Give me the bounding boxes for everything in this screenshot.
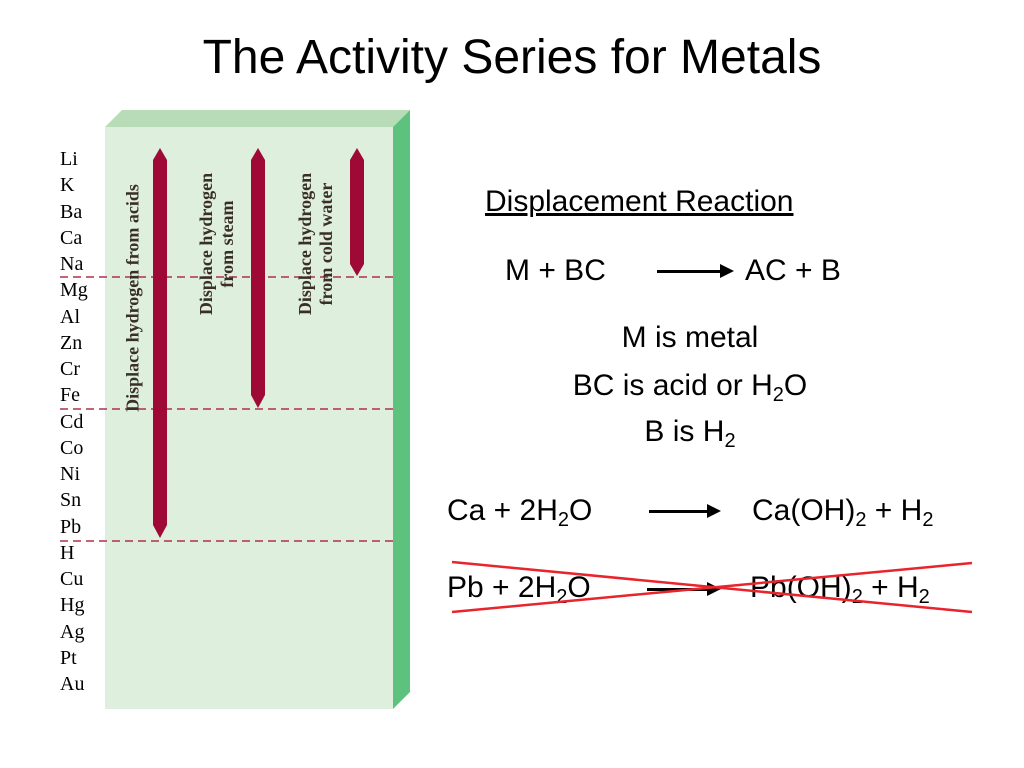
column-label-cold-water: Displace hydrogen from cold water [295,173,337,315]
lead-products: Pb(OH)2 + H2 [750,570,930,608]
metal-al: Al [60,305,80,328]
metal-pt: Pt [60,646,77,669]
definition-hydrogen-text: B is H [644,415,725,448]
column-label-steam-line1: Displace hydrogen [196,172,216,316]
arrow-acids [153,148,167,538]
metal-ba: Ba [60,200,83,223]
lead-products-text: Pb(OH) [750,571,852,604]
column-label-acids: Displace hydrogen from acids [123,184,144,412]
arrow-cold-water [350,148,364,276]
definition-acid-subscript: 2 [772,384,784,406]
definition-metal: M is metal [621,321,759,354]
lead-reactants-suffix: O [567,571,591,604]
metal-sn: Sn [60,489,82,512]
calcium-reactants-subscript: 2 [557,509,570,531]
calcium-products-text: Ca(OH) [752,494,856,527]
metal-na: Na [60,253,84,275]
metal-mg: Mg [60,279,88,302]
calcium-products-subscript-2: 2 [922,509,934,531]
column-label-cold-water-line1: Displace hydrogen [295,172,315,316]
lead-reactants: Pb + 2H2O [447,570,591,608]
column-label-steam-line2: from steam [217,200,237,288]
metal-cu: Cu [60,568,84,590]
definition-hydrogen-subscript: 2 [724,430,736,452]
lead-arrow-line [647,588,709,591]
metal-li: Li [60,148,78,170]
column-label-cold-water-line2: from cold water [316,182,336,306]
lead-products-subscript-1: 2 [851,586,863,608]
metal-ag: Ag [60,620,85,643]
lead-products-hydrogen: + H [862,571,919,604]
general-arrow-head [720,264,734,278]
calcium-arrow-line [649,510,709,513]
metal-au: Au [60,673,85,695]
calcium-products-hydrogen: + H [866,494,923,527]
general-arrow-line [657,270,723,273]
calcium-products: Ca(OH)2 + H2 [752,493,934,531]
calcium-reactants: Ca + 2H2O [447,493,593,531]
panel-side-face [393,110,410,709]
metal-cd: Cd [60,410,84,433]
displacement-heading: Displacement Reaction [485,185,794,218]
calcium-reactants-text: Ca + 2H [447,494,558,527]
metal-fe: Fe [60,384,80,407]
metal-k: K [60,174,75,197]
calcium-arrow-head [707,504,721,518]
panel-top-face [105,110,410,127]
definition-acid-suffix: O [783,369,808,402]
arrow-steam [251,148,265,408]
metal-pb: Pb [60,515,82,538]
definition-acid-text: BC is acid or H [572,369,773,402]
lead-arrow-head [707,582,721,596]
calcium-products-subscript-1: 2 [855,509,867,531]
lead-reactants-subscript: 2 [556,586,568,608]
metal-h: H [60,541,75,564]
column-label-acids-line: Displace hydrogen from acids [122,184,143,412]
column-label-steam: Displace hydrogen from steam [196,173,238,315]
calcium-reactants-suffix: O [569,494,593,527]
definition-acid: BC is acid or H2O [480,366,900,406]
metal-zn: Zn [60,331,83,354]
lead-products-subscript-2: 2 [918,586,930,608]
metal-ni: Ni [60,463,80,485]
slide-title: The Activity Series for Metals [202,31,822,84]
metal-ca: Ca [60,226,83,249]
general-reactants: M + BC [505,254,606,287]
metal-hg: Hg [60,594,85,617]
metal-cr: Cr [60,358,80,380]
definition-hydrogen: B is H2 [480,412,900,452]
metal-co: Co [60,436,84,459]
panel-front-face [105,127,393,709]
general-products: AC + B [745,254,841,287]
lead-reactants-text: Pb + 2H [447,571,557,604]
